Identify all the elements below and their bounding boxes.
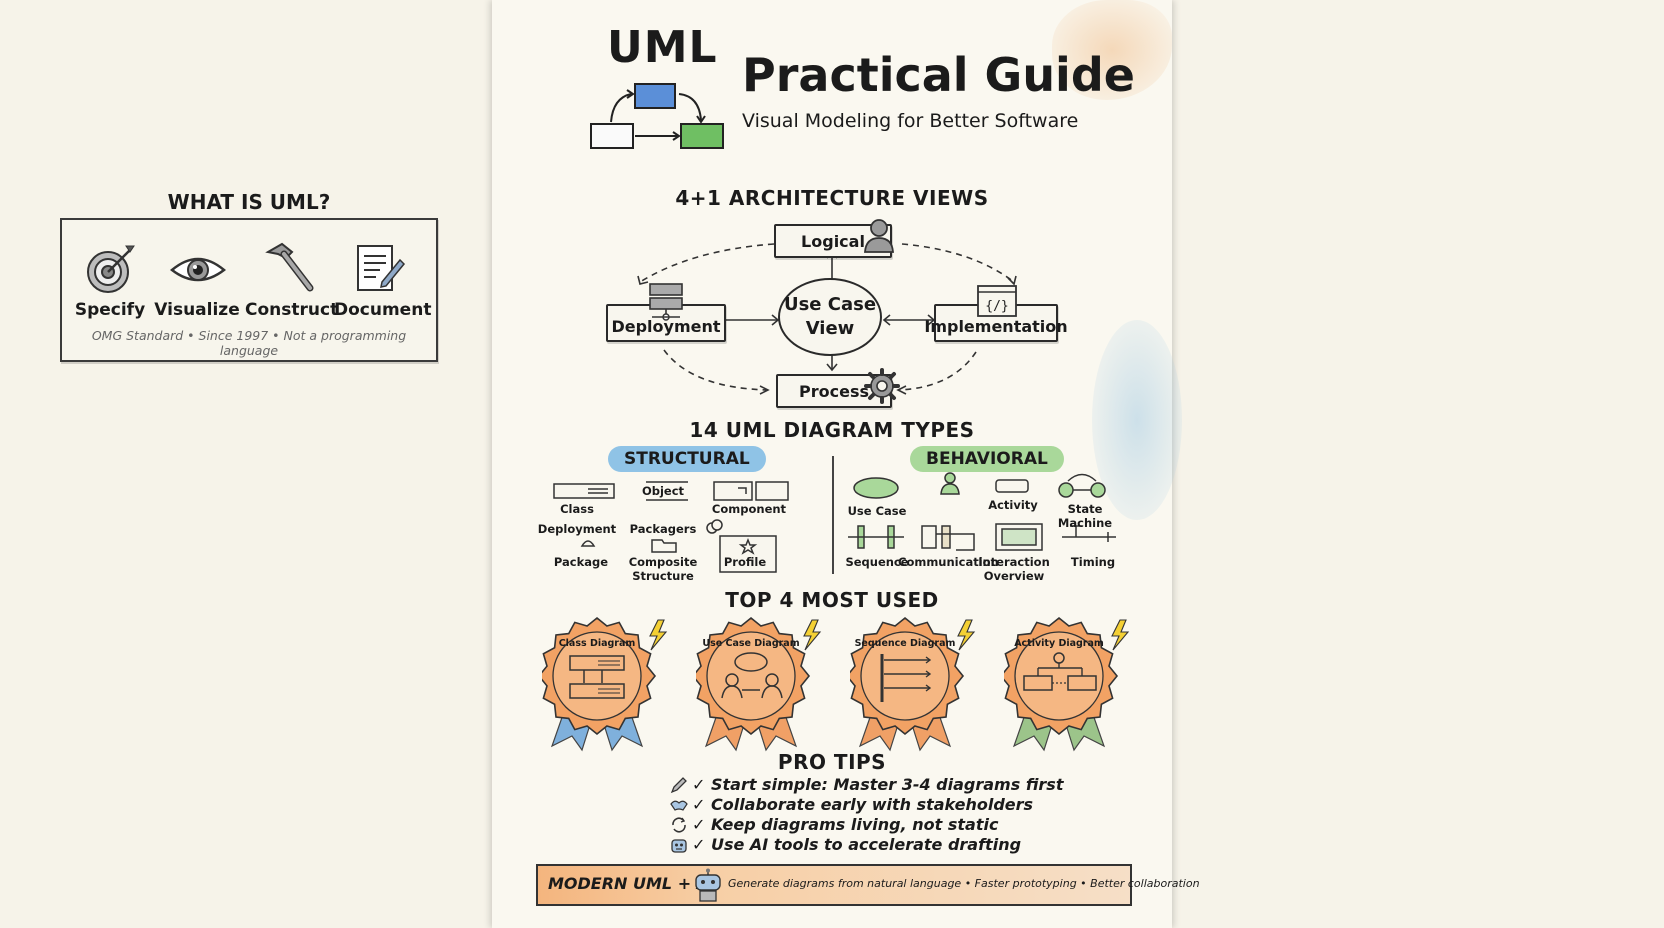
uml-logo-diagram-icon bbox=[590, 83, 724, 149]
diagram-type-packagers: Packagers bbox=[629, 522, 697, 536]
diagram-type-component: Component bbox=[711, 502, 787, 516]
tip-4: ✓ Use AI tools to accelerate drafting bbox=[692, 835, 1022, 854]
top-used-badge: Class Diagram bbox=[537, 612, 672, 752]
code-window-icon: {/} bbox=[977, 285, 1017, 317]
uml-poster: UML Practical Guide Visual Modeling for … bbox=[492, 0, 1200, 928]
top-used-badge: Sequence Diagram bbox=[845, 612, 980, 752]
gear-icon bbox=[864, 368, 900, 404]
diagram-type-activity: Activity bbox=[988, 498, 1038, 512]
watercolor-wash bbox=[1092, 320, 1182, 520]
logo-text: UML bbox=[607, 22, 718, 73]
tip-2: ✓ Collaborate early with stakeholders bbox=[692, 795, 1034, 814]
structural-icons bbox=[553, 481, 789, 573]
top-used-title: TOP 4 MOST USED bbox=[725, 588, 939, 612]
target-icon bbox=[87, 245, 135, 293]
use-case-view-line1: Use Case bbox=[783, 294, 877, 315]
badge-rosette-icon bbox=[691, 616, 822, 752]
badge-rosette-icon bbox=[537, 616, 668, 752]
top-used-badge: Use Case Diagram bbox=[691, 612, 826, 752]
what-is-uml-card: Specify Visualize Construct Document OMG… bbox=[60, 218, 438, 362]
robot-icon bbox=[671, 839, 687, 853]
badge-rosette-icon bbox=[845, 616, 976, 752]
behavioral-icons bbox=[848, 472, 1116, 551]
diagram-type-sequence: Sequence bbox=[845, 555, 909, 569]
badge-label: Class Diagram bbox=[558, 638, 636, 649]
view-logical-label: Logical bbox=[801, 231, 865, 251]
page-subtitle: Visual Modeling for Better Software bbox=[742, 110, 1079, 132]
view-implementation-label: Implementation bbox=[924, 317, 1068, 336]
tip-3: ✓ Keep diagrams living, not static bbox=[692, 815, 999, 834]
diagram-type-communication: Communication bbox=[898, 555, 999, 569]
structural-label: STRUCTURAL bbox=[608, 446, 766, 472]
diagram-type-timing: Timing bbox=[1070, 555, 1116, 569]
diagram-types-title: 14 UML DIAGRAM TYPES bbox=[689, 418, 975, 442]
diagram-type-deployment: Deployment bbox=[537, 522, 617, 536]
what-item-document: Document bbox=[334, 300, 432, 320]
behavioral-label: BEHAVIORAL bbox=[910, 446, 1064, 472]
pencil-icon bbox=[670, 777, 687, 794]
diagram-type-interaction-overview: Interaction Overview bbox=[978, 555, 1050, 583]
diagram-type-class: Class bbox=[560, 502, 594, 516]
use-case-view-line2: View bbox=[805, 318, 855, 339]
modern-uml-ai-banner: MODERN UML + AI Generate diagrams from n… bbox=[536, 864, 1200, 906]
what-item-construct: Construct bbox=[245, 300, 339, 320]
server-icon bbox=[649, 283, 683, 321]
what-item-visualize: Visualize bbox=[154, 300, 240, 320]
document-icon bbox=[357, 245, 406, 291]
diagram-type-object: Object bbox=[641, 484, 685, 498]
top-used-badge: Activity Diagram bbox=[999, 612, 1134, 752]
page-title: Practical Guide bbox=[742, 48, 1135, 102]
what-is-uml-footer: OMG Standard • Since 1997 • Not a progra… bbox=[91, 328, 407, 358]
diagram-type-package: Package bbox=[553, 555, 609, 569]
diagram-type-profile: Profile bbox=[723, 555, 767, 569]
watercolor-wash bbox=[1052, 0, 1172, 100]
tip-1: ✓ Start simple: Master 3-4 diagrams firs… bbox=[692, 775, 1064, 794]
eye-icon bbox=[170, 257, 226, 282]
view-deployment-label: Deployment bbox=[611, 317, 721, 336]
what-item-specify: Specify bbox=[74, 300, 146, 320]
robot-icon bbox=[695, 868, 721, 902]
diagram-type-composite-structure: Composite Structure bbox=[628, 555, 698, 583]
view-process-label: Process bbox=[799, 381, 869, 401]
architecture-title: 4+1 ARCHITECTURE VIEWS bbox=[675, 186, 989, 210]
diagram-type-state-machine: State Machine bbox=[1057, 502, 1113, 530]
badge-rosette-icon bbox=[999, 616, 1130, 752]
handshake-icon bbox=[670, 800, 688, 811]
badge-label: Activity Diagram bbox=[1014, 638, 1104, 649]
types-divider bbox=[832, 456, 834, 574]
badge-label: Sequence Diagram bbox=[854, 638, 956, 649]
ai-banner-description: Generate diagrams from natural language … bbox=[728, 877, 1200, 890]
refresh-icon bbox=[672, 817, 686, 833]
what-is-uml-title: WHAT IS UML? bbox=[167, 190, 331, 214]
diagram-type-use-case: Use Case bbox=[847, 504, 907, 518]
hammer-icon bbox=[265, 242, 314, 292]
ai-banner-title: MODERN UML + AI bbox=[548, 874, 716, 893]
pro-tips-title: PRO TIPS bbox=[777, 750, 887, 774]
badge-label: Use Case Diagram bbox=[702, 638, 800, 649]
user-icon bbox=[864, 219, 894, 253]
svg-text:{/}: {/} bbox=[985, 299, 1008, 314]
